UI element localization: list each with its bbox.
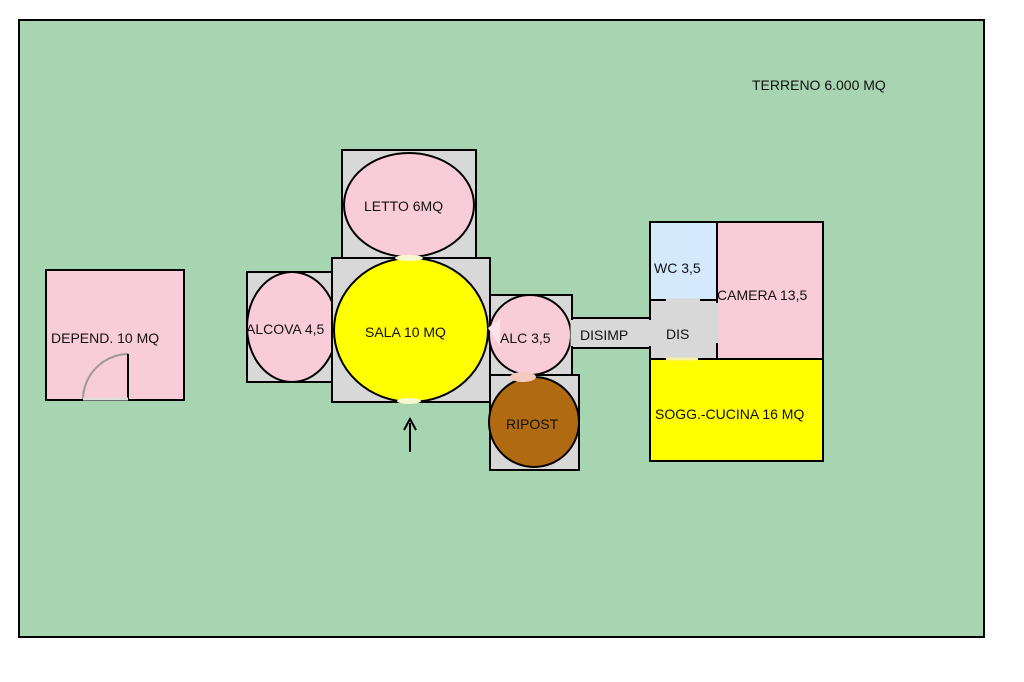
room-depend-label: DEPEND. 10 MQ: [51, 330, 159, 346]
opening-alc-ripost: [510, 372, 536, 382]
room-sala-label: SALA 10 MQ: [365, 324, 446, 340]
door-swing-icon: [82, 353, 129, 400]
room-alc-label: ALC 3,5: [500, 330, 551, 346]
entrance-arrow-icon: [403, 416, 417, 431]
opening-sala-entry: [397, 398, 421, 404]
room-dis-label: DIS: [666, 326, 689, 342]
room-camera: [716, 221, 824, 360]
room-camera-label: CAMERA 13,5: [717, 287, 807, 303]
opening-letto-sala: [395, 255, 423, 261]
room-alcova-label: ALCOVA 4,5: [246, 321, 325, 337]
room-ripost-label: RIPOST: [506, 416, 559, 432]
room-disimp: [571, 317, 651, 349]
room-disimp-label: DISIMP: [580, 327, 628, 343]
room-letto-label: LETTO 6MQ: [364, 198, 443, 214]
opening-sala-alc: [488, 318, 500, 346]
room-wc-label: WC 3,5: [654, 260, 701, 276]
terrain-label: TERRENO 6.000 MQ: [752, 77, 886, 93]
room-depend: [45, 269, 185, 401]
room-cucina-label: SOGG.-CUCINA 16 MQ: [655, 406, 804, 422]
room-cucina: [649, 358, 824, 462]
